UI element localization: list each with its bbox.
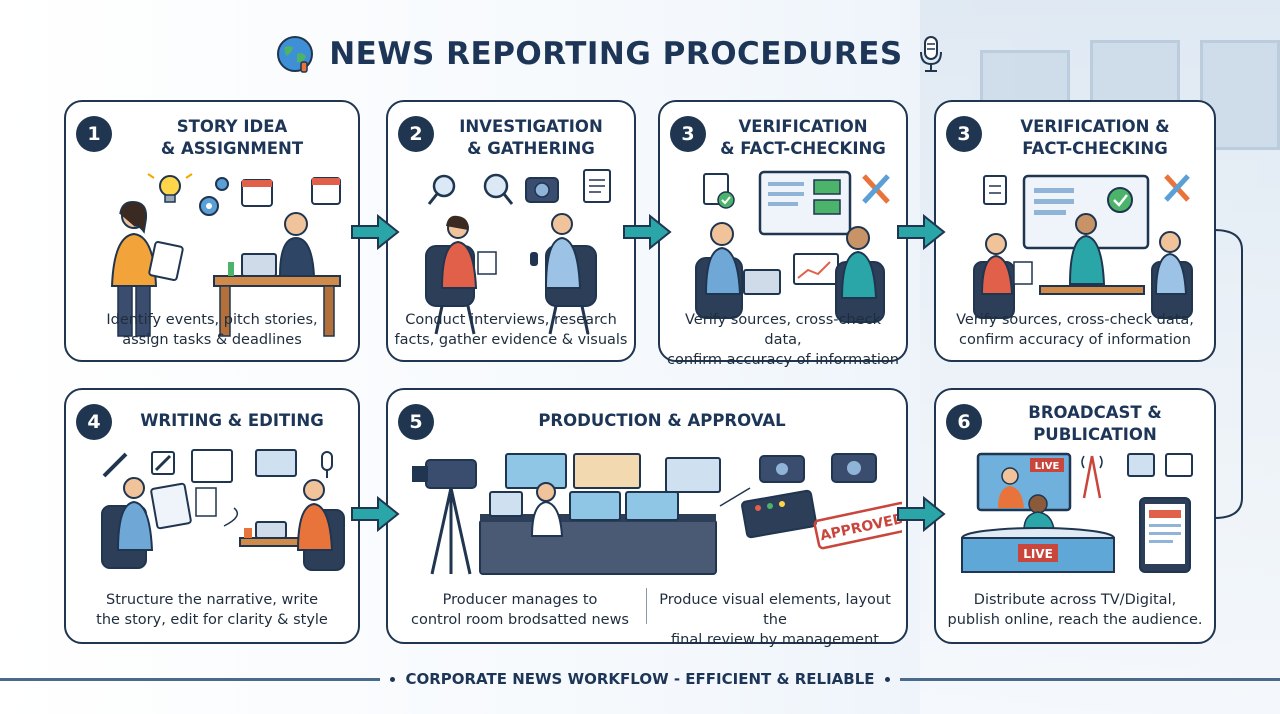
arrow-3-to-3b <box>897 214 946 250</box>
camera-icon <box>525 177 559 203</box>
story-idea-illustration <box>110 173 341 337</box>
pencil-icon <box>102 451 175 478</box>
checklist-icon <box>703 173 735 209</box>
footer-text: CORPORATE NEWS WORKFLOW - EFFICIENT & RE… <box>405 670 875 688</box>
arrow-4-to-5 <box>351 496 400 532</box>
checklist-icon <box>983 175 1007 205</box>
live-badge-small: LIVE <box>1035 461 1060 472</box>
step-title: VERIFICATION& FACT-CHECKING <box>720 117 886 158</box>
live-badge-large: LIVE <box>1023 547 1053 561</box>
magnifier-icon <box>427 173 514 205</box>
verification-illustration <box>695 170 890 323</box>
writing-illustration <box>101 449 345 571</box>
step-card-verification: 3 VERIFICATION& FACT-CHECKING <box>658 100 908 368</box>
production-illustration: APPROVED <box>412 453 902 575</box>
step-card-production: 5 PRODUCTION & APPROVAL <box>386 388 908 648</box>
pencil-icon <box>862 174 890 204</box>
investigation-illustration <box>425 169 611 335</box>
pencil-icon <box>1164 174 1190 202</box>
lightbulb-icon <box>147 173 193 203</box>
step-number: 4 <box>76 404 112 440</box>
connector-line <box>1213 229 1243 519</box>
description-divider <box>646 588 647 624</box>
gear-icon <box>199 177 229 216</box>
step-number: 3 <box>946 116 982 152</box>
step-title: INVESTIGATION& GATHERING <box>459 117 603 158</box>
step-description: Verify sources, cross-check data,confirm… <box>667 312 899 368</box>
step-description: Identify events, pitch stories,assign ta… <box>106 312 318 348</box>
step-card-investigation: 2 INVESTIGATION& GATHERING <box>386 100 636 362</box>
step-card-writing: 4 WRITING & EDITING Structure the narrat… <box>64 388 360 644</box>
footer-line-right <box>899 677 1280 681</box>
step-number: 2 <box>398 116 434 152</box>
footer-dot-left <box>390 676 396 682</box>
approved-stamp: APPROVED <box>813 501 902 550</box>
microphone-icon <box>919 36 942 72</box>
step-title: STORY IDEA& ASSIGNMENT <box>160 117 304 158</box>
arrow-1-to-2 <box>351 214 400 250</box>
verification-meeting-illustration <box>973 174 1193 319</box>
step-title: WRITING & EDITING <box>140 411 324 430</box>
footer-line-left <box>0 677 381 681</box>
step-card-verification-meeting: 3 VERIFICATION &FACT-CHECKING <box>934 100 1216 362</box>
broadcast-tower-icon <box>1081 455 1103 499</box>
footer: CORPORATE NEWS WORKFLOW - EFFICIENT & RE… <box>0 667 1280 691</box>
notepad-icon <box>583 169 611 203</box>
step-number: 6 <box>946 404 982 440</box>
step-description: Distribute across TV/Digital,publish onl… <box>947 592 1203 628</box>
video-camera-icon <box>759 453 877 483</box>
step-title: VERIFICATION &FACT-CHECKING <box>1020 117 1170 158</box>
step-card-story-idea: 1 STORY IDEA& ASSIGNMENT <box>64 100 360 362</box>
arrow-2-to-3 <box>623 214 672 250</box>
arrow-5-to-6 <box>897 496 946 532</box>
step-title: BROADCAST &PUBLICATION <box>1028 403 1162 444</box>
step-title: PRODUCTION & APPROVAL <box>538 411 786 430</box>
step-card-broadcast: 6 BROADCAST &PUBLICATION LIVE LIVE <box>934 388 1216 644</box>
step-description: Verify sources, cross-check data,confirm… <box>956 312 1194 348</box>
video-camera-icon <box>412 459 477 575</box>
calendar-icon <box>241 177 341 207</box>
step-number: 5 <box>398 404 434 440</box>
microphone-icon <box>321 451 333 478</box>
step-number: 3 <box>670 116 706 152</box>
tablet-icon <box>1139 497 1191 573</box>
title-text: NEWS REPORTING PROCEDURES <box>329 36 903 72</box>
globe-icon <box>277 36 314 73</box>
footer-dot-right <box>884 676 890 682</box>
monitor-icon <box>758 170 852 236</box>
step-number: 1 <box>76 116 112 152</box>
page-title: NEWS REPORTING PROCEDURES <box>0 30 1220 78</box>
broadcast-illustration: LIVE LIVE <box>961 452 1193 573</box>
